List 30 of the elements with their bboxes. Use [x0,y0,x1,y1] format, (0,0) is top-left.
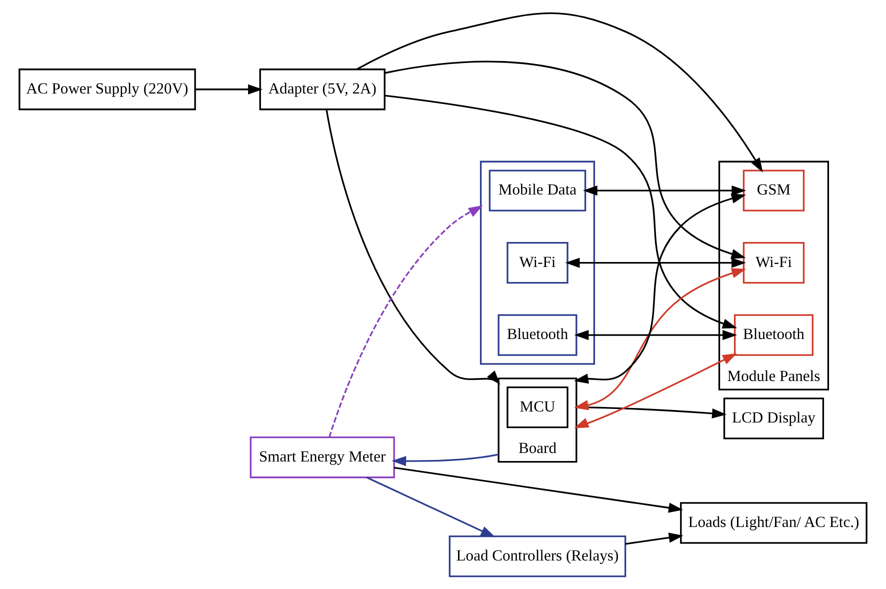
node-box: Bluetooth [498,314,578,356]
node-box: Mobile Data [488,170,586,212]
arrow [328,205,483,438]
arrow [574,330,738,340]
node-box: Load Controllers (Relays) [448,535,626,578]
arrow [574,268,746,410]
arrow [392,454,499,466]
node-box: Wi-Fi [506,242,568,284]
arrow [384,60,746,259]
node-box: Bluetooth [734,314,814,356]
node-box: MCU [506,386,568,428]
arrow [356,12,763,172]
node-box: AC Power Supply (220V) [18,68,196,110]
node-box: GSM [742,170,805,212]
arrow [394,466,684,513]
arrow [574,353,738,428]
node-box: LCD Display [723,398,824,440]
node-box: Wi-Fi [742,242,805,284]
arrow [366,476,496,538]
node-box: Loads (Light/Fan/ AC Etc.) [680,502,868,544]
cluster [480,160,596,365]
arrow [384,94,738,328]
arrow [326,109,500,385]
arrow [582,185,746,196]
arrow [625,532,684,545]
node-box: Smart Energy Meter [250,436,395,478]
node-box: Adapter (5V, 2A) [259,68,386,110]
arrow [565,258,746,268]
arrow [195,84,263,94]
arrow [574,194,746,384]
